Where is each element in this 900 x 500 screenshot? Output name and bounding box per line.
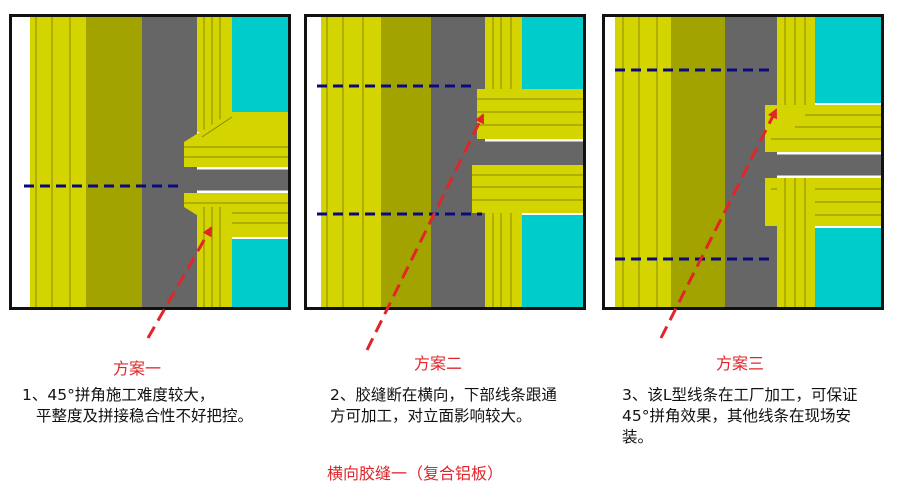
- scheme-3-label: 方案三: [716, 354, 765, 373]
- scheme-3-description: 3、该L型线条在工厂加工，可保证 45°拼角效果，其他线条在现场安 装。: [622, 386, 858, 446]
- scheme-1-description: 1、45°拼角施工难度较大， 平整度及拼接稳合性不好把控。: [22, 386, 254, 425]
- scheme-2-description: 2、胶缝断在横向，下部线条跟通 方可加工，对立面影响较大。: [330, 386, 557, 425]
- scheme-2-diagram: [304, 14, 586, 310]
- scheme-1-diagram: [9, 14, 291, 310]
- scheme-3-diagram: [602, 14, 884, 310]
- scheme-1-label: 方案一: [113, 359, 162, 378]
- scheme-2-label: 方案二: [414, 354, 463, 373]
- figure-caption: 横向胶缝一（复合铝板）: [327, 464, 504, 483]
